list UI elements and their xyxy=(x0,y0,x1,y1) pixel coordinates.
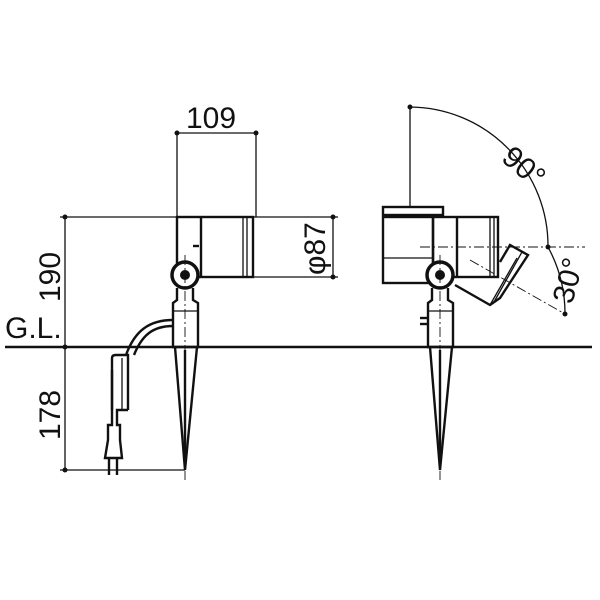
height-dimension-label: 190 xyxy=(34,252,67,302)
tilt-down-angle-label: 30° xyxy=(547,254,591,306)
ground-level-label: G.L. xyxy=(5,312,62,345)
width-dimension-label: 109 xyxy=(186,102,236,135)
side-view-front xyxy=(60,130,338,480)
side-view-tilted xyxy=(381,104,585,480)
diameter-dimension-label: φ87 xyxy=(299,222,332,275)
tilt-up-angle-label: 90° xyxy=(496,140,552,194)
depth-dimension-label: 178 xyxy=(34,390,67,440)
